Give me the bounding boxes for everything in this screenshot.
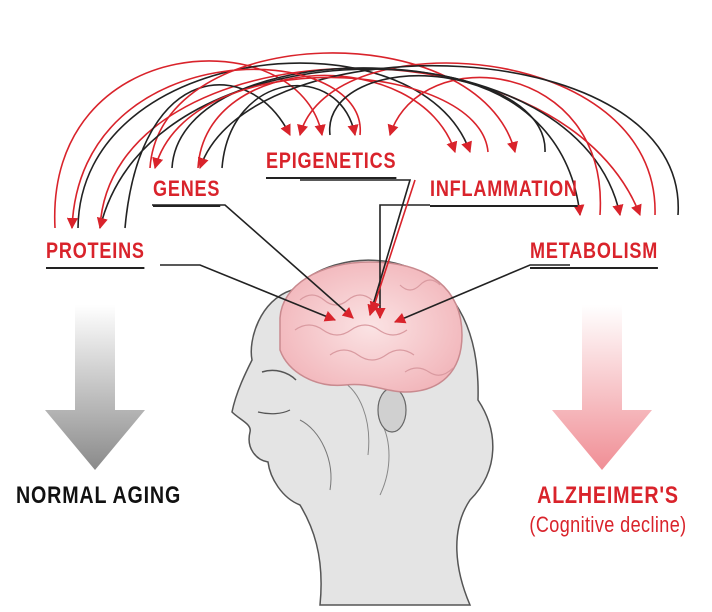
arc [149, 52, 518, 169]
arrow-metabolism-brain [393, 264, 570, 324]
arc [152, 76, 489, 170]
label-epigenetics: EPIGENETICS [266, 150, 397, 179]
label-cognitive-decline: (Cognitive decline) [529, 512, 687, 537]
arc [197, 74, 458, 169]
arc [329, 74, 585, 217]
arc [77, 62, 472, 229]
arc [197, 64, 679, 216]
alzheimers-arrow [552, 305, 652, 470]
arc [66, 68, 361, 230]
arc [221, 84, 359, 169]
arrowhead-accents [369, 179, 416, 314]
arrow-inflammation-brain [374, 204, 430, 320]
arc [297, 62, 656, 216]
arrow-epigenetics-brain [300, 179, 412, 317]
label-inflammation: INFLAMMATION [430, 178, 578, 207]
label-proteins: PROTEINS [46, 240, 145, 269]
factor-to-brain-arrows [152, 179, 570, 324]
label-alzheimers: ALZHEIMER'S [537, 482, 679, 509]
brain-illustration [279, 261, 463, 393]
alzheimers-block: ALZHEIMER'S (Cognitive decline) [505, 484, 711, 536]
normal-aging-arrow [45, 305, 145, 470]
arc [387, 76, 601, 216]
label-normal-aging: NORMAL AGING [16, 482, 182, 509]
arc [54, 60, 326, 229]
label-genes: GENES [153, 178, 221, 207]
interconnection-arcs [54, 52, 679, 230]
label-metabolism: METABOLISM [530, 240, 659, 269]
arrow-proteins-brain [160, 264, 337, 322]
